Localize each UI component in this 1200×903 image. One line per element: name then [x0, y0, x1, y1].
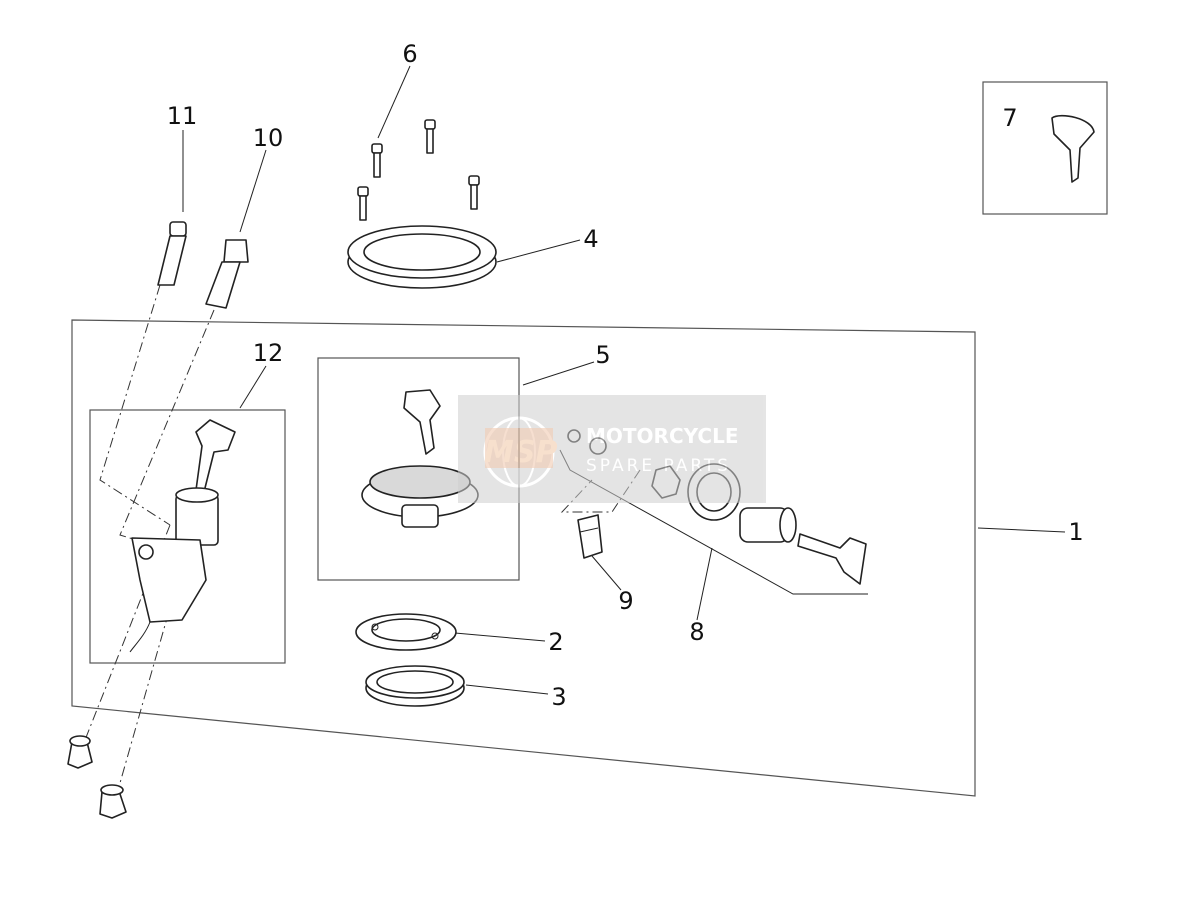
shear-bolt-icon — [205, 239, 249, 309]
assembly-lines — [84, 284, 641, 791]
ring-icon — [355, 613, 457, 651]
nut-icon — [67, 735, 127, 819]
callout-5: 5 — [595, 341, 610, 369]
ring-icon — [347, 225, 497, 289]
watermark: MSP MOTORCYCLE SPARE PARTS — [458, 395, 766, 503]
watermark-logo: MSP — [484, 435, 557, 470]
callout-9: 9 — [618, 587, 633, 615]
screw-icon — [357, 119, 480, 221]
ignition-switch-icon — [129, 419, 236, 653]
frame-ignition — [89, 409, 286, 664]
callout-3: 3 — [551, 683, 566, 711]
callouts: 1 2 3 4 5 6 7 8 9 10 11 12 — [167, 40, 1084, 711]
callout-10: 10 — [253, 124, 284, 152]
callout-6: 6 — [402, 40, 417, 68]
frame-key — [982, 81, 1108, 215]
callout-12: 12 — [253, 339, 284, 367]
callout-2: 2 — [548, 628, 563, 656]
kit-frame — [71, 319, 976, 797]
callout-11: 11 — [167, 102, 198, 130]
callout-8: 8 — [689, 618, 704, 646]
callout-4: 4 — [583, 225, 598, 253]
key-icon — [1051, 114, 1095, 183]
callout-1: 1 — [1068, 518, 1083, 546]
ring-icon — [365, 665, 465, 707]
callout-7: 7 — [1002, 104, 1017, 132]
watermark-title: MOTORCYCLE — [586, 424, 738, 448]
clip-icon — [577, 514, 603, 559]
bolt-icon — [157, 221, 187, 286]
watermark-subtitle: SPARE PARTS — [586, 456, 731, 476]
